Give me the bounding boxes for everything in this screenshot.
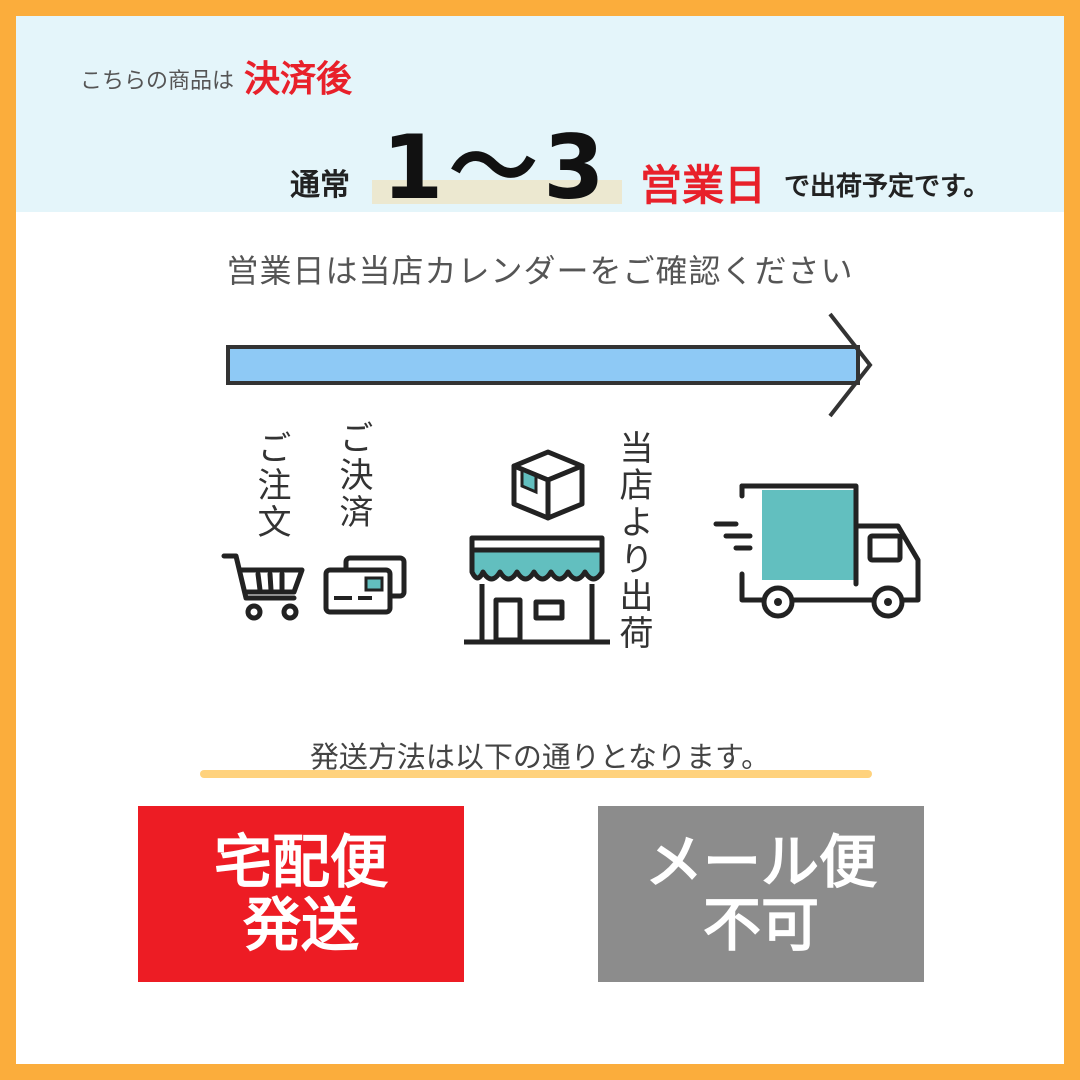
usual-label: 通常 <box>290 168 350 203</box>
step-payment-label: ご決済 <box>333 420 373 531</box>
takuhaibin-line2: 発送 <box>242 891 359 959</box>
step-ship-label: 当店より出荷 <box>613 430 653 652</box>
business-days-label: 営業日 <box>640 161 767 210</box>
top-band: こちらの商品は決済後 通常 1〜3 営業日 で出荷予定です。 <box>16 16 1064 212</box>
intro-text: こちらの商品は <box>80 69 235 94</box>
mailbin-badge: メール便 不可 <box>598 806 924 982</box>
day-range: 1〜3 <box>382 116 611 219</box>
range-highlight-bar <box>372 180 622 204</box>
timeline-arrow <box>226 312 873 418</box>
ship-suffix: で出荷予定です。 <box>784 172 990 202</box>
truck-icon <box>713 483 921 619</box>
intro-highlight: 決済後 <box>244 59 353 100</box>
box-icon <box>511 449 585 521</box>
store-icon <box>464 535 610 645</box>
calendar-note: 営業日は当店カレンダーをご確認ください <box>226 252 854 290</box>
cart-icon <box>221 553 305 621</box>
credit-card-icon <box>323 555 407 615</box>
infographic-frame: こちらの商品は決済後 通常 1〜3 営業日 で出荷予定です。 営業日は当店カレン… <box>16 16 1064 1064</box>
step-order-label: ご注文 <box>251 430 291 541</box>
takuhaibin-line1: 宅配便 <box>213 828 388 897</box>
intro-line: こちらの商品は決済後 <box>80 50 352 102</box>
mailbin-line1: メール便 <box>644 828 877 897</box>
mailbin-line2: 不可 <box>702 891 819 959</box>
shipping-methods-title: 発送方法は以下の通りとなります。 <box>309 740 771 774</box>
title-underline <box>200 770 872 778</box>
takuhaibin-badge: 宅配便 発送 <box>138 806 464 982</box>
